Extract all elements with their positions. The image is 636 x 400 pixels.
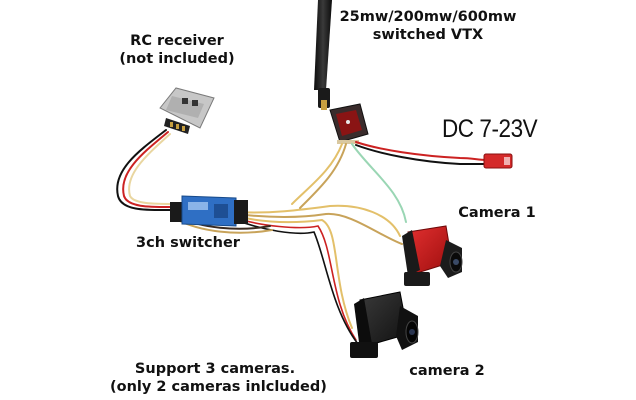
support-cameras-line1: Support 3 cameras. [134,361,296,377]
camera2-label: camera 2 [409,363,485,379]
vtx-label-line1: 25mw/200mw/600mw [339,9,517,25]
rc-receiver-label: RC receiver (not included) [112,32,242,68]
rc-receiver [159,87,215,134]
power-voltage-label: DC 7-23V [442,115,538,143]
support-cameras-label: Support 3 cameras. (only 2 cameras inlcl… [110,360,327,396]
vtx-label-line2: switched VTX [372,27,484,43]
power-plug [483,153,513,169]
vtx-antenna [314,0,332,110]
camera2 [350,291,419,358]
switcher-board [170,195,248,227]
camera1 [402,225,463,286]
rc-receiver-label-line1: RC receiver [130,33,224,49]
vtx-module [329,103,369,144]
switcher-label: 3ch switcher [136,235,240,251]
rc-receiver-label-line2: (not included) [119,51,235,67]
camera1-label: Camera 1 [458,205,536,221]
vtx-label: 25mw/200mw/600mw switched VTX [334,8,522,44]
support-cameras-line2: (only 2 cameras inlcluded) [110,379,327,395]
